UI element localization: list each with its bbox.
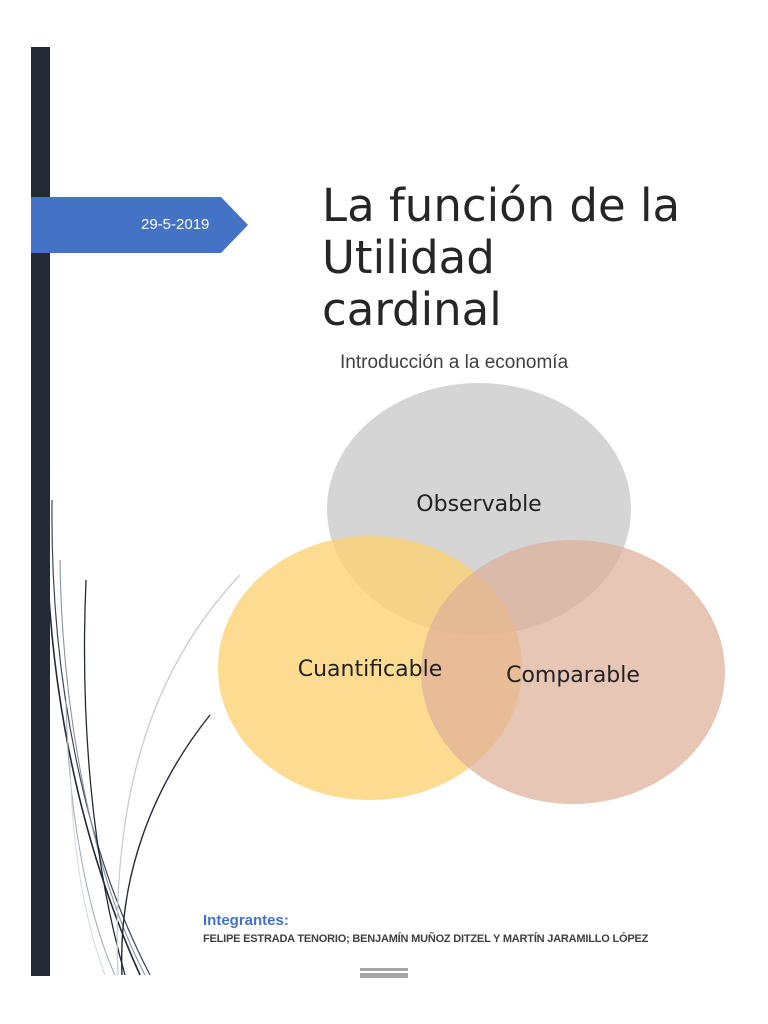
circle-comparable — [421, 540, 725, 804]
date-tag-shape — [31, 197, 248, 253]
members-section: Integrantes: FELIPE ESTRADA TENORIO; BEN… — [203, 912, 723, 945]
members-heading: Integrantes: — [203, 912, 289, 929]
label-comparable: Comparable — [506, 663, 640, 688]
title-line-1: La función de la — [322, 179, 681, 232]
title-line-3: cardinal — [322, 283, 502, 336]
page-title: La función de la Utilidad cardinal — [322, 180, 742, 336]
page-marker — [360, 968, 408, 978]
date-tag: 29-5-2019 — [31, 197, 248, 253]
members-names: FELIPE ESTRADA TENORIO; BENJAMÍN MUÑOZ D… — [203, 933, 649, 945]
subtitle: Introducción a la economía — [340, 352, 569, 373]
title-line-2: Utilidad — [322, 231, 495, 284]
sidebar-bar — [31, 47, 50, 976]
label-observable: Observable — [416, 492, 541, 517]
date-text: 29-5-2019 — [141, 216, 210, 233]
label-cuantificable: Cuantificable — [298, 657, 443, 682]
